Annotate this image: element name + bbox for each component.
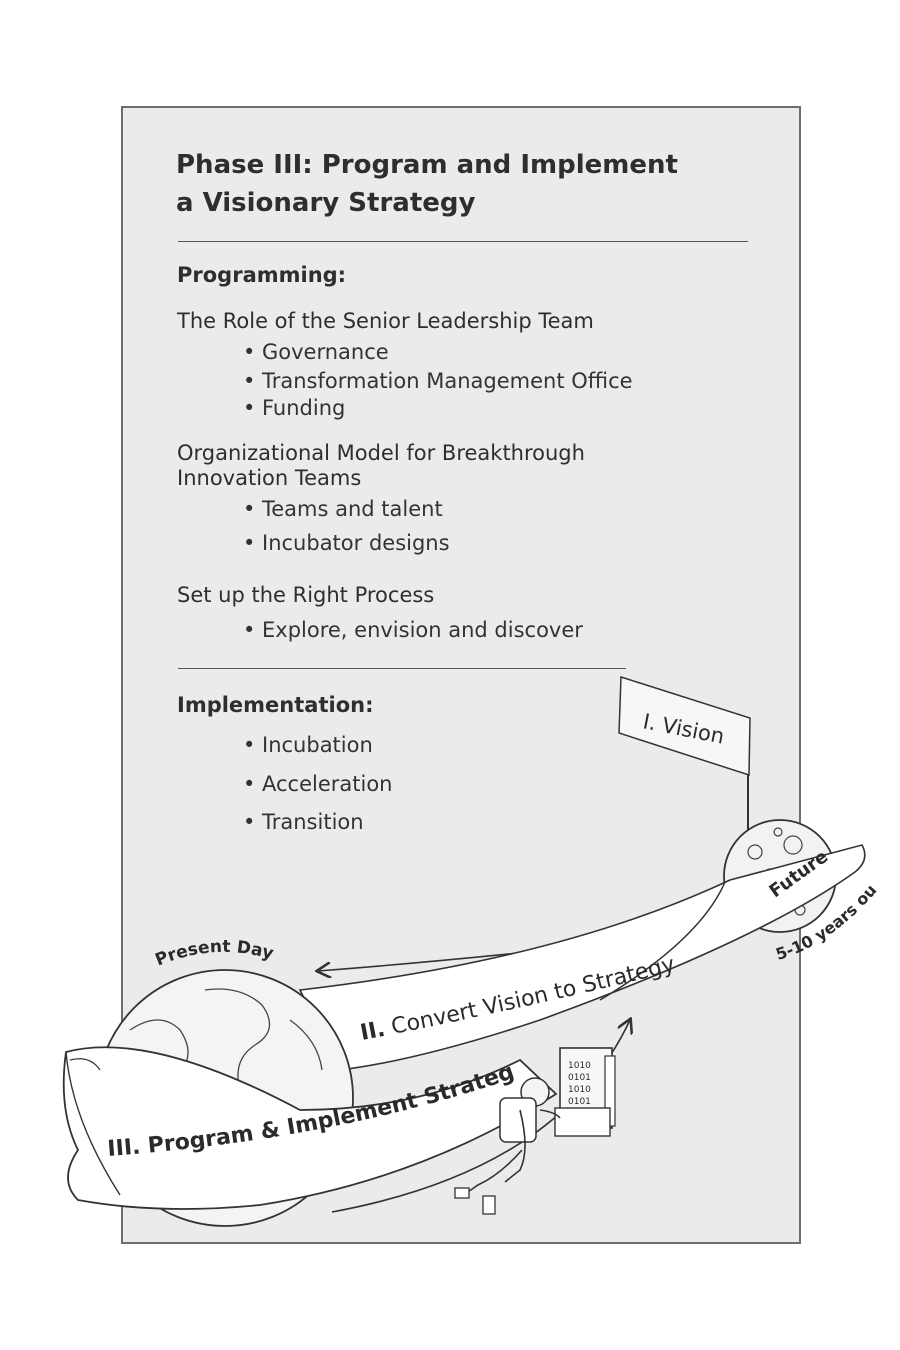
- computer-keyboard: [555, 1108, 610, 1136]
- binary-line-2: 0101: [568, 1073, 591, 1083]
- present-day-label: Present Day: [153, 937, 276, 971]
- binary-line-3: 1010: [568, 1085, 591, 1095]
- binary-line-4: 0101: [568, 1097, 591, 1107]
- vision-flag: I. Vision: [619, 677, 750, 830]
- binary-line-1: 1010: [568, 1061, 591, 1071]
- astronaut-backpack: [500, 1098, 536, 1142]
